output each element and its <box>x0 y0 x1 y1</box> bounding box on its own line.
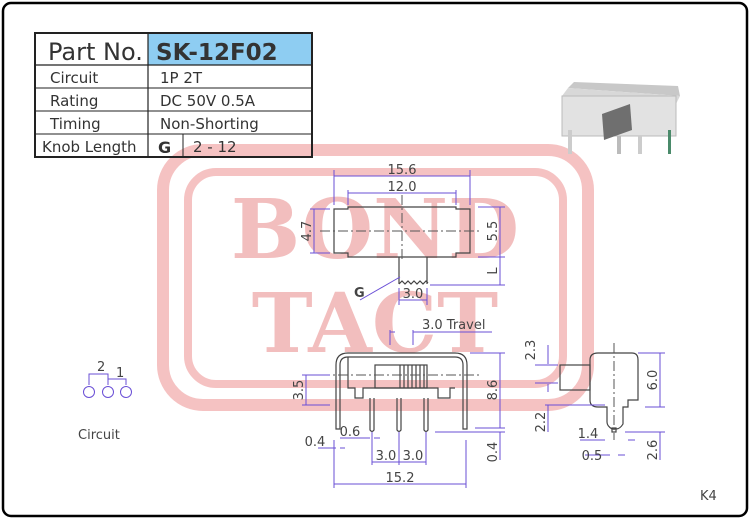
dim-3-5: 3.5 <box>292 380 307 401</box>
part-no-highlight <box>148 33 312 65</box>
circuit-label: Circuit <box>50 69 98 87</box>
circuit-label: Circuit <box>78 428 120 443</box>
circuit-pos-1: 1 <box>116 366 124 381</box>
watermark: BOND TACT <box>157 144 594 411</box>
page-code: K4 <box>700 489 717 504</box>
dim-0-4: 0.4 <box>305 435 326 450</box>
dim-15-6: 15.6 <box>388 163 417 178</box>
end-view: 6.0 2.3 2.2 1.4 0.5 2.6 <box>524 340 665 464</box>
side-view: 3.0 Travel 3.5 8.6 0.4 0.6 0.4 3.0 3.0 1… <box>292 318 505 488</box>
dim-1-4: 1.4 <box>578 427 599 442</box>
circuit-pos-2: 2 <box>97 360 105 375</box>
dim-travel: 3.0 Travel <box>422 318 485 333</box>
product-image <box>561 82 680 154</box>
part-no-value: SK-12F02 <box>156 40 278 66</box>
rating-label: Rating <box>50 92 98 110</box>
dim-15-2: 15.2 <box>386 471 415 486</box>
top-view: 15.6 12.0 4.7 5.5 L G 3.0 <box>300 163 505 305</box>
watermark-text-1: BOND <box>231 182 519 278</box>
watermark-text-2: TACT <box>252 276 498 372</box>
circuit-value: 1P 2T <box>160 69 203 87</box>
spec-table: Part No. SK-12F02 Circuit 1P 2T Rating D… <box>34 32 313 158</box>
rating-value: DC 50V 0.5A <box>160 92 256 110</box>
dim-pitch-2: 3.0 <box>403 449 424 464</box>
knob-length-value: 2 - 12 <box>193 138 237 156</box>
dim-0-5: 0.5 <box>582 449 603 464</box>
timing-label: Timing <box>49 115 101 133</box>
knob-label-g: G <box>354 286 365 301</box>
dim-8-6: 8.6 <box>486 380 501 401</box>
dim-0-4-vertical: 0.4 <box>486 442 501 463</box>
dim-l: L <box>486 267 501 275</box>
circuit-symbol: 2 1 Circuit <box>78 360 132 443</box>
dim-6-0: 6.0 <box>646 370 661 391</box>
dim-2-3: 2.3 <box>524 340 539 361</box>
dim-0-6: 0.6 <box>340 425 361 440</box>
dim-12-0: 12.0 <box>388 180 417 195</box>
watermark-frame-outer <box>157 144 594 411</box>
dim-knob-3-0: 3.0 <box>403 287 424 302</box>
timing-value: Non-Shorting <box>160 115 259 133</box>
dim-5-5: 5.5 <box>486 221 501 242</box>
dim-pitch-1: 3.0 <box>376 449 397 464</box>
dim-2-2: 2.2 <box>534 412 549 433</box>
knob-length-label: Knob Length <box>42 138 137 156</box>
dim-4-7: 4.7 <box>300 221 315 242</box>
part-no-label: Part No. <box>48 38 143 66</box>
dim-2-6: 2.6 <box>646 440 661 461</box>
knob-code: G <box>158 138 171 157</box>
